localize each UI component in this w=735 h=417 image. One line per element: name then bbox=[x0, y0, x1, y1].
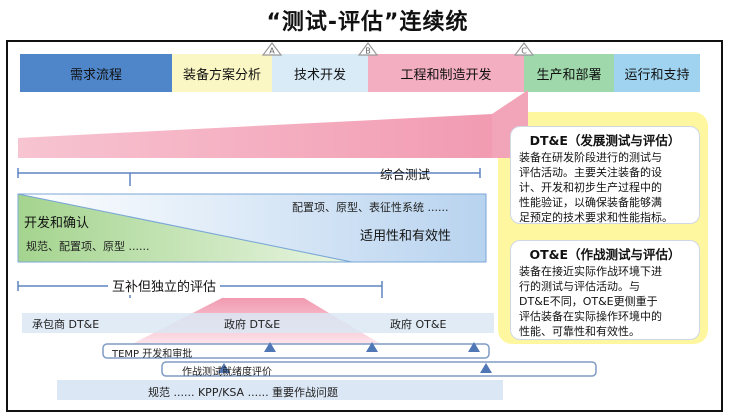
gov-dte-label: 政府 DT&E bbox=[224, 318, 281, 331]
marker-triangle-icon bbox=[480, 363, 492, 373]
page-title: “测试-评估”连续统 bbox=[266, 10, 469, 35]
phase-operations-support: 运行和支持 bbox=[614, 54, 700, 92]
phase-technology-development: 技术开发 bbox=[272, 54, 368, 92]
phase-emd: 工程和制造开发 bbox=[368, 54, 524, 92]
ote-box-line: 性能、可靠性和有效性。 bbox=[519, 325, 640, 338]
phase-label: 技术开发 bbox=[293, 67, 346, 83]
marker-triangle-icon bbox=[468, 342, 480, 352]
phase-label: 生产和部署 bbox=[536, 67, 602, 83]
spec-bar bbox=[57, 380, 503, 400]
contractor-dte-label: 承包商 DT&E bbox=[32, 318, 100, 331]
phase-production-deployment: 生产和部署 bbox=[524, 54, 614, 92]
milestone-c-icon: C bbox=[514, 42, 534, 56]
ote-box-line: 装备在接近实际作战环境下进 bbox=[519, 265, 662, 278]
milestone-letter: A bbox=[269, 47, 275, 56]
milestone-b-icon: B bbox=[358, 42, 378, 56]
ote-box-line: 评估装备在实际操作环境中的 bbox=[519, 310, 662, 323]
ote-box-title: OT&E（作战测试与评估） bbox=[529, 247, 681, 262]
milestone-letter: C bbox=[521, 47, 527, 56]
ote-box-line: DT&E不同，OT&E更侧重于 bbox=[519, 295, 658, 308]
dev-confirm-title: 开发和确认 bbox=[24, 216, 90, 231]
phase-requirements: 需求流程 bbox=[20, 54, 172, 92]
temp-bar bbox=[102, 343, 490, 359]
dte-box-title: DT&E（发展测试与评估） bbox=[529, 133, 681, 148]
phase-label: 需求流程 bbox=[69, 67, 122, 83]
readiness-bar-label: 作战测试就绪度评价 bbox=[182, 367, 272, 378]
milestone-letter: B bbox=[365, 47, 371, 56]
phase-label: 运行和支持 bbox=[624, 67, 690, 83]
phase-label: 工程和制造开发 bbox=[400, 67, 492, 83]
temp-bar-label: TEMP 开发和审批 bbox=[112, 349, 193, 360]
integrated-testing-wedge bbox=[18, 114, 492, 158]
evaluation-band bbox=[22, 313, 494, 333]
applicability-sub: 配置项、原型、表征性系统 ...... bbox=[292, 201, 449, 214]
integrated-testing-label: 综合测试 bbox=[380, 167, 431, 182]
complementary-label: 互补但独立的评估 bbox=[108, 276, 221, 295]
marker-triangle-icon bbox=[264, 342, 276, 352]
marker-triangle-icon bbox=[218, 363, 230, 373]
phase-label: 装备方案分析 bbox=[182, 67, 261, 83]
phase-materiel-solution-analysis: 装备方案分析 bbox=[172, 54, 272, 92]
integrated-bracket bbox=[17, 168, 481, 186]
dte-box-line: 计、开发和初步生产过程中的 bbox=[519, 181, 662, 194]
spec-bar-label: 规范 ...... KPP/KSA ...... 重要作战问题 bbox=[148, 386, 339, 399]
dte-box-line: 足预定的技术要求和性能指标。 bbox=[519, 211, 673, 224]
dte-box-line: 性能验证，以确保装备能够满 bbox=[519, 196, 662, 209]
diagram-frame bbox=[6, 40, 723, 412]
ote-box-line: 行的测试与评估活动。与 bbox=[519, 280, 640, 293]
ote-definition-box: OT&E（作战测试与评估） 装备在接近实际作战环境下进 行的测试与评估活动。与 … bbox=[510, 240, 700, 340]
gov-ote-label: 政府 OT&E bbox=[390, 318, 447, 331]
milestone-a-icon: A bbox=[262, 42, 282, 56]
marker-triangle-icon bbox=[366, 342, 378, 352]
dev-confirm-sub: 规范、配置项、原型 ...... bbox=[26, 240, 150, 253]
dte-box-line: 装备在研发阶段进行的测试与 bbox=[519, 151, 662, 164]
applicability-title: 适用性和有效性 bbox=[360, 229, 452, 244]
dte-box-line: 评估活动。主要关注装备的设 bbox=[519, 166, 662, 179]
applicability-wedge bbox=[17, 193, 487, 263]
dte-definition-box: DT&E（发展测试与评估） 装备在研发阶段进行的测试与 评估活动。主要关注装备的… bbox=[510, 126, 700, 224]
